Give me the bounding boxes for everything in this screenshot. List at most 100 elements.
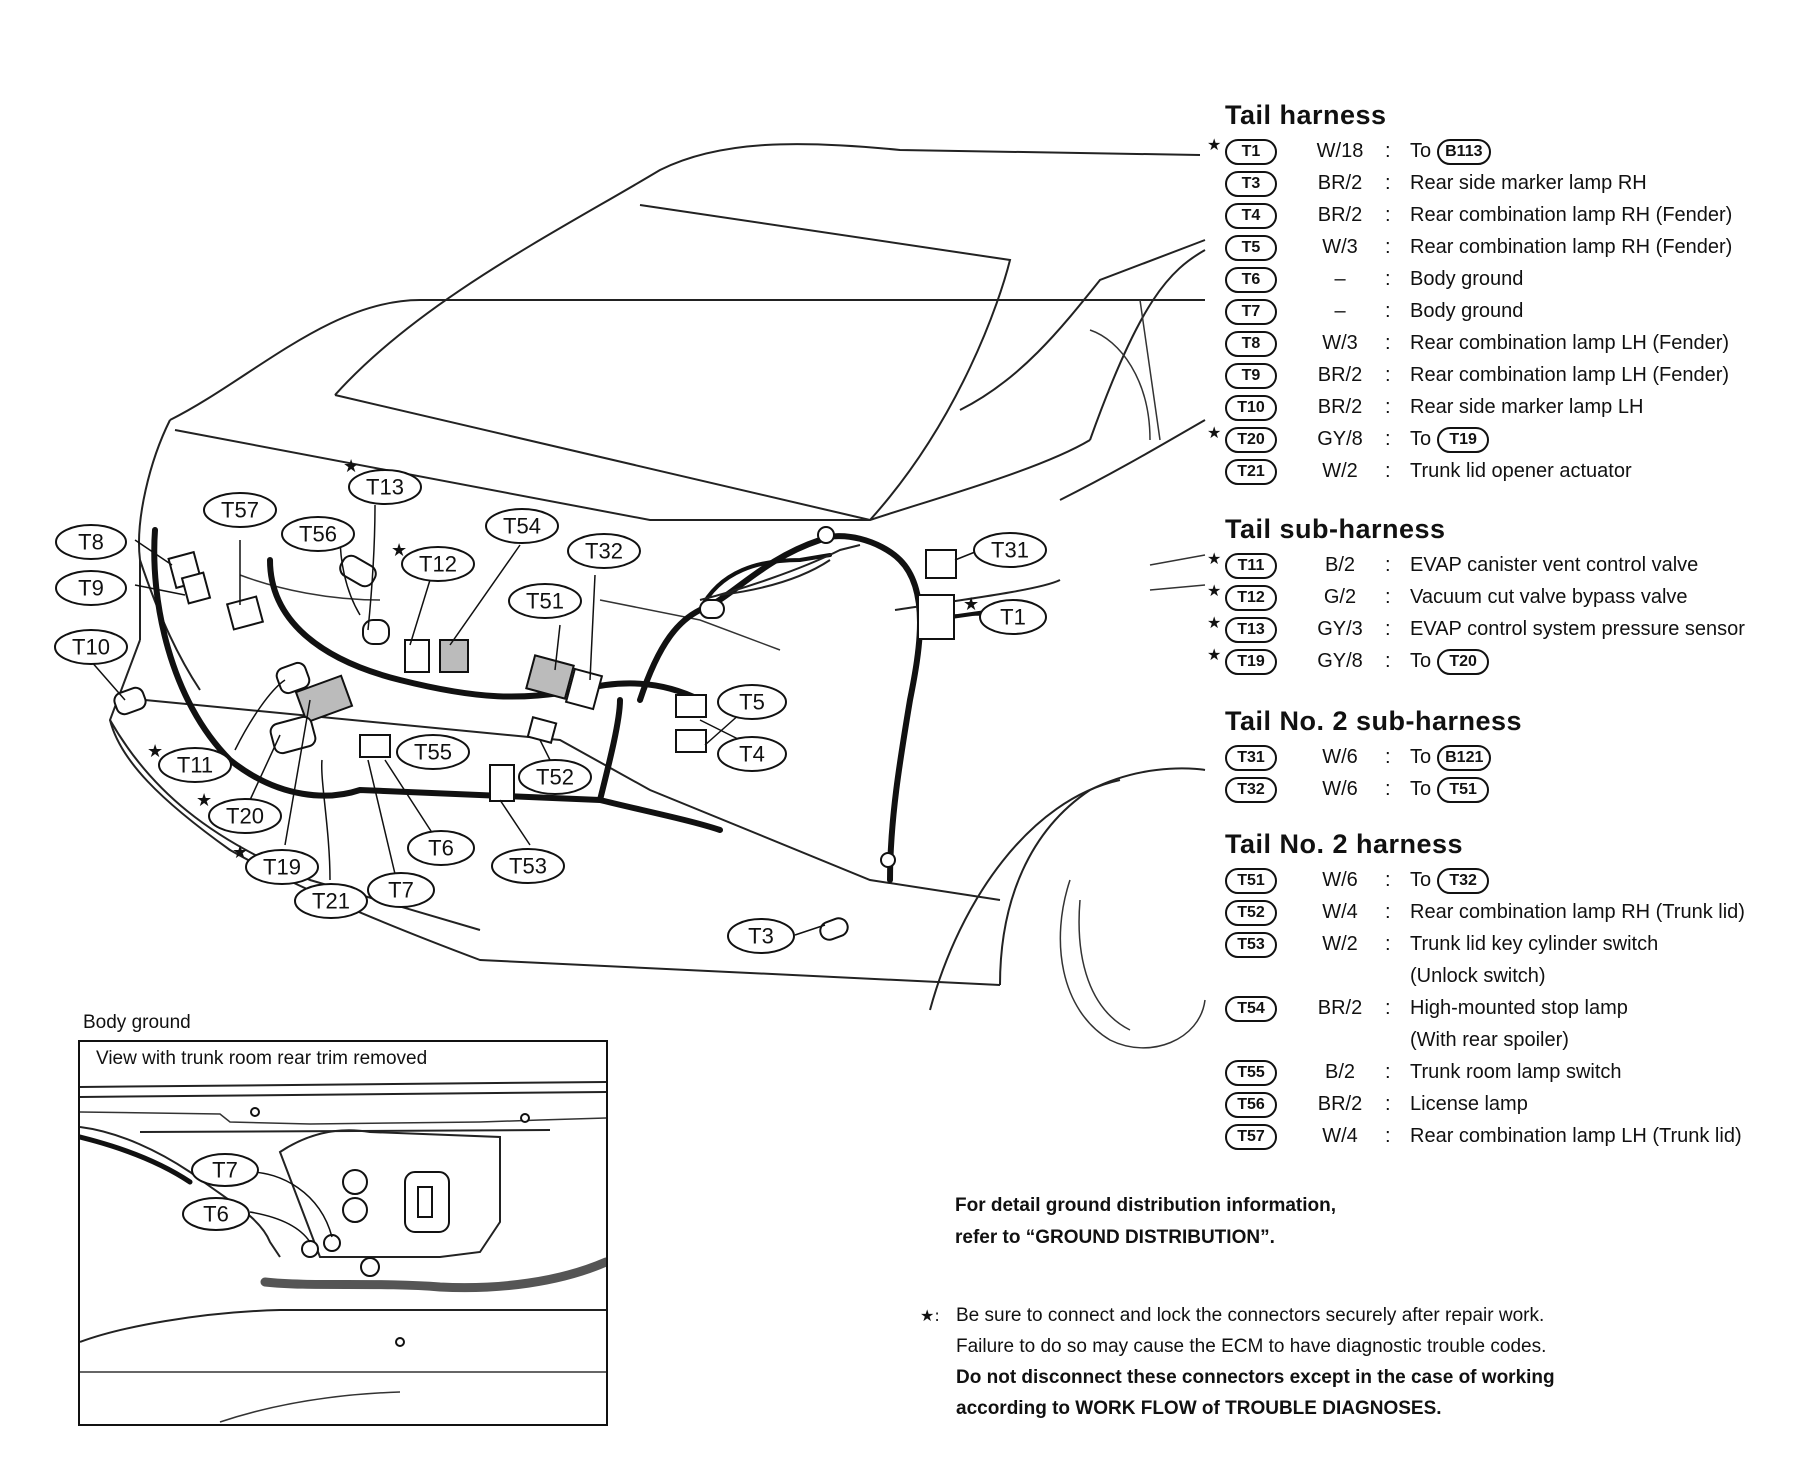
callout-label: T3 xyxy=(748,924,774,949)
section-title: Tail No. 2 harness xyxy=(1225,829,1464,859)
separator: : xyxy=(1385,650,1391,672)
svg-text:★: ★ xyxy=(391,540,407,561)
separator: : xyxy=(1385,1093,1391,1115)
inset-label: Body ground xyxy=(83,1012,191,1033)
connector-description: EVAP control system pressure sensor xyxy=(1410,613,1745,645)
connector-id: T31 xyxy=(1225,745,1277,771)
callout-T53: T53 xyxy=(491,848,565,884)
callout-T11: T11 xyxy=(158,747,232,783)
callout-label: T21 xyxy=(312,889,350,914)
description-text: To xyxy=(1410,778,1432,800)
description-text: Trunk lid key cylinder switch xyxy=(1410,933,1659,955)
callout-label: T12 xyxy=(419,552,457,577)
separator: : xyxy=(1385,364,1391,386)
reference-connector: T51 xyxy=(1437,776,1490,803)
connector-description: Trunk lid key cylinder switch xyxy=(1410,928,1658,960)
separator: : xyxy=(1385,140,1391,162)
description-text: High-mounted stop lamp xyxy=(1410,997,1628,1019)
connector-id: T57 xyxy=(1225,1124,1277,1150)
inset-title: View with trunk room rear trim removed xyxy=(96,1048,428,1069)
separator: : xyxy=(1385,236,1391,258)
inset-drawing: T7 T6 xyxy=(80,1081,606,1423)
callout-label: T8 xyxy=(78,530,104,555)
connector-description: Vacuum cut valve bypass valve xyxy=(1410,581,1688,613)
description-text: Rear combination lamp RH (Fender) xyxy=(1410,204,1733,226)
svg-text:★: ★ xyxy=(963,594,979,615)
wire-spec: G/2 xyxy=(1323,586,1357,608)
description-text: To xyxy=(1410,428,1432,450)
reference-connector: T20 xyxy=(1437,648,1490,675)
connector-id: T51 xyxy=(1225,868,1277,894)
connector-row-t6: T6–:Body ground xyxy=(1225,263,1523,295)
connector-description: Trunk room lamp switch xyxy=(1410,1056,1622,1088)
connector-description: Rear combination lamp RH (Trunk lid) xyxy=(1410,896,1745,928)
separator: : xyxy=(1385,1061,1391,1083)
inset-callout-T6: T6 xyxy=(182,1197,250,1231)
wire-spec: BR/2 xyxy=(1317,1093,1363,1115)
callout-label: T11 xyxy=(177,753,213,778)
diagram-star-marks: ★ ★ ★ ★ ★ ★ xyxy=(147,456,979,863)
callout-label: T32 xyxy=(585,539,623,564)
connector-id: T12 xyxy=(1225,585,1277,611)
star-icon: ★ xyxy=(1207,423,1222,442)
separator: : xyxy=(1385,933,1391,955)
callout-T12: T12 xyxy=(401,546,475,582)
connector-description: Body ground xyxy=(1410,295,1523,327)
connector-id: T5 xyxy=(1225,235,1277,261)
connector-id: T6 xyxy=(1225,267,1277,293)
wire-spec: W/6 xyxy=(1322,778,1358,800)
description-text: Trunk room lamp switch xyxy=(1410,1061,1622,1083)
callout-T9: T9 xyxy=(55,570,127,606)
connector-id: T54 xyxy=(1225,996,1277,1022)
wire-spec: BR/2 xyxy=(1317,204,1363,226)
wire-spec: B/2 xyxy=(1324,554,1356,576)
callout-label: T4 xyxy=(739,742,765,767)
callout-label: T51 xyxy=(526,589,564,614)
connector-id: T11 xyxy=(1225,553,1277,579)
description-text: EVAP canister vent control valve xyxy=(1410,554,1699,576)
inset-callout-T7: T7 xyxy=(191,1153,259,1187)
note-line: refer to “GROUND DISTRIBUTION”. xyxy=(955,1227,1275,1248)
connector-id: T20 xyxy=(1225,427,1277,453)
wire-spec: B/2 xyxy=(1324,1061,1356,1083)
wire-spec: W/2 xyxy=(1322,460,1358,482)
connector-row-continuation: (Unlock switch) xyxy=(1225,960,1546,992)
callout-label: T55 xyxy=(414,740,452,765)
connector-id: T52 xyxy=(1225,900,1277,926)
callout-T3: T3 xyxy=(727,918,795,954)
callout-T6: T6 xyxy=(407,830,475,866)
callout-label: T5 xyxy=(739,690,765,715)
connector-id: T21 xyxy=(1225,459,1277,485)
separator: : xyxy=(1385,746,1391,768)
description-text: Vacuum cut valve bypass valve xyxy=(1410,586,1688,608)
connector-description: Rear combination lamp LH (Trunk lid) xyxy=(1410,1120,1742,1152)
connector-id: T53 xyxy=(1225,932,1277,958)
note-line: Do not disconnect these connectors excep… xyxy=(956,1367,1555,1388)
connector-description: EVAP canister vent control valve xyxy=(1410,549,1698,581)
connector-id: T1 xyxy=(1225,139,1277,165)
separator: : xyxy=(1385,1125,1391,1147)
description-text: Rear combination lamp LH (Fender) xyxy=(1410,332,1730,354)
callout-T13: T13 xyxy=(348,469,422,505)
description-text: Rear combination lamp LH (Trunk lid) xyxy=(1410,1125,1742,1147)
callout-label: T7 xyxy=(212,1158,238,1183)
